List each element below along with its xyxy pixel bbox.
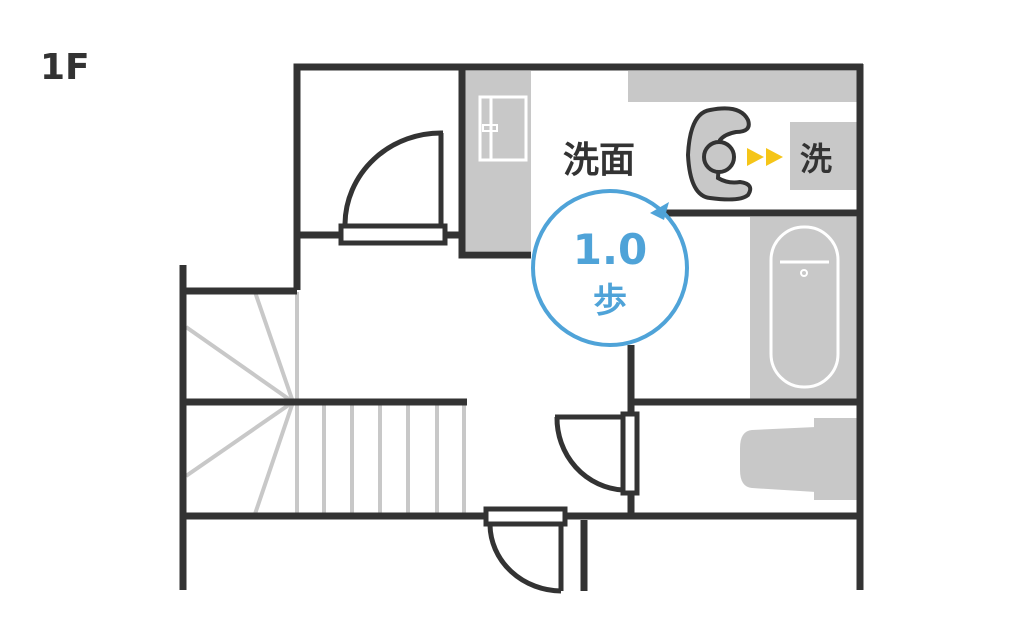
walls — [179, 63, 864, 591]
steps-unit: 歩 — [593, 281, 627, 321]
badge-pointer-icon — [650, 202, 669, 220]
washroom-label: 洗面 — [563, 140, 635, 181]
door-storage — [338, 130, 448, 246]
bathtub — [750, 217, 857, 400]
floor-label: 1F — [40, 47, 90, 88]
washer-label: 洗 — [800, 140, 832, 178]
door-entrance — [483, 506, 568, 594]
door-toilet — [554, 411, 640, 496]
cabinet — [465, 71, 531, 251]
steps-badge: 1.0 歩 — [531, 189, 689, 347]
steps-value: 1.0 — [573, 225, 647, 274]
arrow-icon — [747, 148, 783, 166]
sink-icon — [685, 106, 753, 202]
washing-machine — [790, 122, 857, 190]
toilet — [740, 418, 857, 500]
counter — [628, 71, 857, 102]
